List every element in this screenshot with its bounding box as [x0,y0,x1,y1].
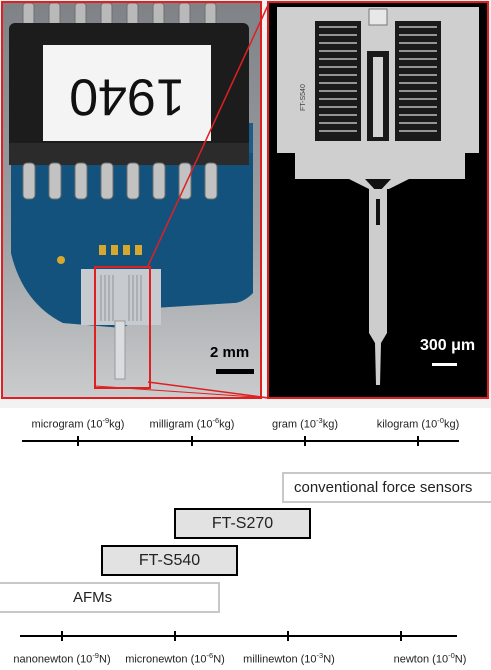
ft-s270-label: FT-S270 [211,514,274,532]
afm-label: AFMs [73,589,113,606]
mass-tick [77,436,79,446]
mass-tick-label-kilogram: kilogram (10-0kg) [376,416,460,431]
right-scale-label: 300 μm [420,337,476,354]
afm-range-continuation [0,582,20,613]
conventional-force-sensors-label: conventional force sensors [294,479,473,496]
conventional-range-continuation [480,472,491,503]
ft-s540-label: FT-S540 [138,551,201,569]
mass-tick [304,436,306,446]
sensor-package-photo: 1940 [1,1,262,399]
bottom-pins [22,162,218,200]
center-beam [373,57,383,137]
force-tick [174,631,176,641]
chip-lower-edge [9,143,249,165]
zoom-connector-lines [94,2,270,399]
force-tick-label-micronewton: micronewton (10-6N) [125,651,225,666]
right-comb-cavity [395,21,441,141]
gold-via [57,256,65,264]
force-tick [287,631,289,641]
sem-illustration: FT-S540 [277,7,479,385]
force-tick [61,631,63,641]
force-tick-label-millinewton: millinewton (10-3N) [243,651,335,666]
mass-tick-label-microgram: microgram (10-9kg) [31,416,125,431]
comb-fingers [319,26,437,132]
left-scale-label: 2 mm [210,344,250,361]
mass-tick [417,436,419,446]
left-scale-bar [216,369,254,374]
force-axis-line [20,635,457,637]
chip-label-sticker [43,45,211,141]
mass-axis-line [22,440,459,442]
mass-tick-label-milligram: milligram (10-6kg) [149,416,235,431]
force-tick [400,631,402,641]
right-scale-bar [432,363,457,366]
probe-slot [376,199,380,225]
pcb-shadow [11,153,253,328]
die-engraving-text: FT-S540 [300,84,307,111]
tip-triangle [365,179,391,193]
top-pins [22,3,217,30]
alignment-mark [368,8,388,26]
mass-tick [191,436,193,446]
probe-shaft [369,189,387,385]
force-tick-label-nanonewton: nanonewton (10-9N) [13,651,111,666]
afm-range: AFMs [0,582,220,613]
sensor-package-illustration: 1940 [9,3,253,389]
sensor-sem-image: FT-S540 [267,1,489,399]
ft-s270-range: FT-S270 [174,508,311,539]
gold-pads [99,245,142,255]
left-comb-cavity [315,21,361,141]
sensor-probe [114,320,126,380]
die-comb-lines [100,275,142,321]
force-tick-label-newton: newton (10-0N) [393,651,467,666]
ft-s540-range: FT-S540 [101,545,238,576]
conventional-force-sensors-range: conventional force sensors [282,472,487,503]
chip-label-text: 1940 [69,67,185,125]
mass-tick-label-gram: gram (10-3kg) [272,416,338,431]
